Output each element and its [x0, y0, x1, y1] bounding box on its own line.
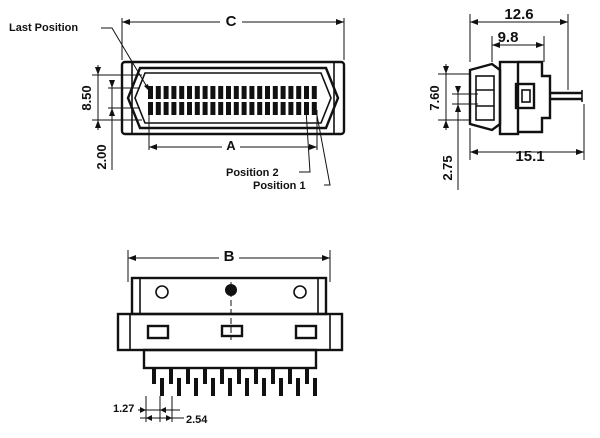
contact-slot — [241, 102, 247, 115]
pin — [203, 368, 207, 384]
pin — [186, 368, 190, 384]
pin — [262, 378, 266, 396]
pin — [169, 368, 173, 384]
contact-slot — [202, 102, 208, 115]
front-view: C A 8.50 2.00 Last Position Position 2 P… — [9, 12, 346, 192]
pin-block — [142, 348, 318, 370]
dim-8-50-label: 8.50 — [79, 85, 94, 110]
dim-b-label: B — [224, 248, 235, 265]
front-shell — [126, 66, 340, 130]
pin — [237, 368, 241, 384]
side-body — [498, 60, 520, 136]
contact-slot — [265, 102, 270, 115]
contact-slot — [311, 102, 317, 115]
contact-slot — [194, 102, 200, 115]
contact-slot — [179, 102, 185, 115]
pin — [279, 378, 283, 396]
contact-slot — [304, 102, 309, 115]
bottom-view: B 1.27 2.54 — [113, 248, 344, 426]
bottom-flange — [116, 312, 344, 352]
contact-slot — [171, 86, 177, 99]
contact-slot — [280, 86, 286, 99]
contact-slot — [187, 102, 192, 115]
dim-a-label: A — [226, 138, 236, 153]
dim-1-27-label: 1.27 — [113, 403, 134, 415]
contact-slot — [265, 86, 270, 99]
contact-slot — [179, 86, 185, 99]
position-2-label: Position 2 — [226, 167, 279, 179]
contact-slot — [194, 86, 200, 99]
dim-7-60-label: 7.60 — [427, 85, 442, 110]
dim-2-75-label: 2.75 — [440, 155, 455, 180]
pin — [152, 368, 156, 384]
contact-slot — [233, 86, 239, 99]
contact-slot — [163, 102, 169, 115]
contact-slot — [163, 86, 169, 99]
dim-2-54-label: 2.54 — [186, 414, 208, 426]
pin — [177, 378, 181, 396]
contact-slot — [288, 102, 294, 115]
contact-slots — [148, 86, 317, 115]
dim-9-8-label: 9.8 — [498, 29, 519, 46]
pin — [211, 378, 215, 396]
pin — [288, 368, 292, 384]
contact-slot — [304, 86, 309, 99]
pin — [296, 378, 300, 396]
contact-slot — [155, 102, 161, 115]
contact-slot — [148, 86, 153, 99]
dim-2-00-label: 2.00 — [94, 144, 109, 169]
contact-slot — [226, 102, 231, 115]
pin — [228, 378, 232, 396]
pins — [152, 368, 317, 396]
pin — [305, 368, 309, 384]
contact-slot — [311, 86, 317, 99]
contact-slot — [233, 102, 239, 115]
contact-slot — [257, 102, 263, 115]
contact-slot — [171, 102, 177, 115]
contact-slot — [288, 86, 294, 99]
pin — [220, 368, 224, 384]
contact-slot — [218, 102, 224, 115]
contact-slot — [155, 86, 161, 99]
dim-12-6-label: 12.6 — [504, 6, 533, 23]
pin — [245, 378, 249, 396]
contact-slot — [210, 86, 216, 99]
contact-slot — [280, 102, 286, 115]
contact-slot — [210, 102, 216, 115]
pin — [194, 378, 198, 396]
bottom-upper-body — [130, 276, 328, 316]
contact-slot — [272, 102, 278, 115]
contact-slot — [249, 86, 255, 99]
pin — [271, 368, 275, 384]
contact-slot — [296, 86, 302, 99]
pin — [254, 368, 258, 384]
position-1-label: Position 1 — [253, 180, 306, 192]
contact-slot — [249, 102, 255, 115]
contact-slot — [202, 86, 208, 99]
pin — [160, 378, 164, 396]
contact-slot — [148, 102, 153, 115]
dim-15-1-label: 15.1 — [515, 148, 544, 165]
contact-slot — [272, 86, 278, 99]
contact-slot — [187, 86, 192, 99]
last-position-label: Last Position — [9, 22, 78, 34]
front-housing-outer — [120, 60, 346, 136]
side-view: 12.6 9.8 7.60 2.75 15.1 — [427, 6, 585, 190]
contact-slot — [257, 86, 263, 99]
contact-slot — [226, 86, 231, 99]
contact-slot — [296, 102, 302, 115]
dim-c-label: C — [226, 13, 237, 30]
pin — [313, 378, 317, 396]
contact-slot — [218, 86, 224, 99]
contact-slot — [241, 86, 247, 99]
